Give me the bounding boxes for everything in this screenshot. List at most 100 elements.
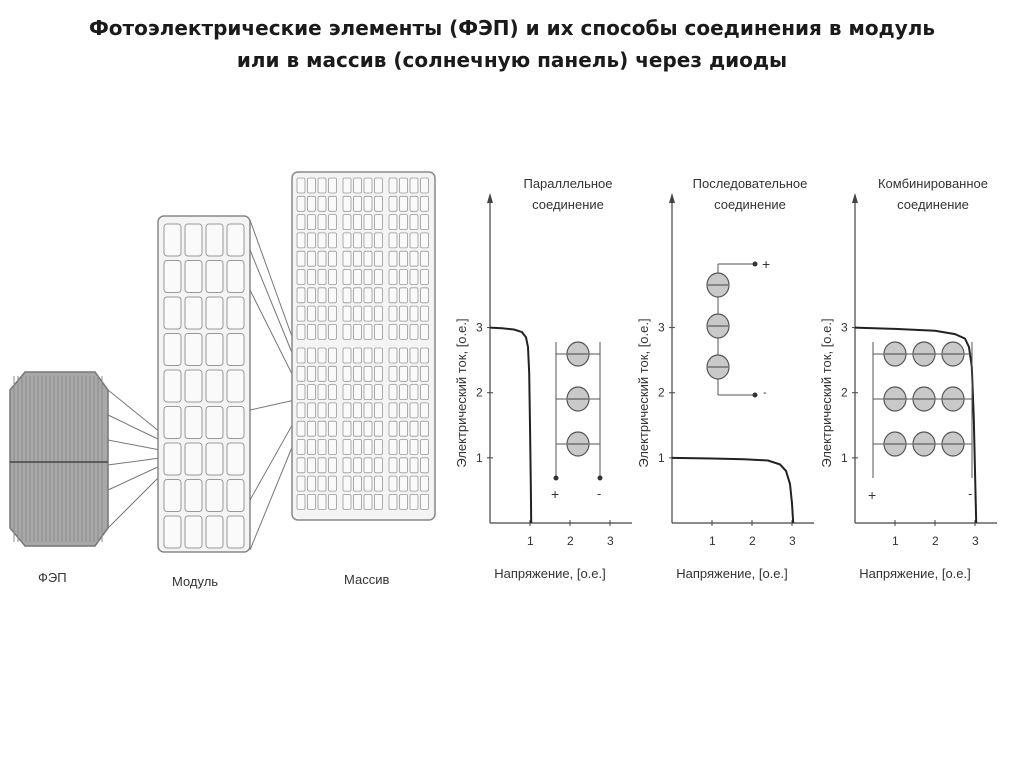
array-cell [342,323,352,340]
array-cell [374,214,383,231]
module-cell [205,296,224,330]
array-cell [374,475,383,492]
array-cell [363,177,373,194]
array-cell [342,475,352,492]
array-cell [307,177,316,194]
array-cell [374,347,383,364]
array-cell [296,420,306,437]
terminal-minus [752,392,758,398]
array-cell [307,384,316,401]
module-label: Модуль [172,574,218,589]
module-cell [205,333,224,366]
array-cell [296,493,306,510]
array-label: Массив [344,572,389,587]
array-cell [342,177,352,194]
array-cell [409,177,419,194]
array-cell [388,475,398,492]
x-tick-label: 2 [749,534,756,548]
y-tick-label: 1 [658,451,665,465]
array-cell [363,347,373,364]
module-cell [184,296,203,330]
array-cell [307,214,316,231]
x-tick-label: 1 [527,534,534,548]
array-cell [420,402,429,419]
array-cell [420,269,429,285]
array-cell [353,420,362,437]
module-cell [226,260,245,293]
circuit-insert-combined: +- [868,341,973,503]
y-axis-arrow [669,193,675,203]
module-cell [163,406,182,439]
terminal-minus [597,475,603,481]
module-cell [205,442,224,476]
x-axis-label: Напряжение, [о.е.] [494,566,606,581]
chart-title-line: соединение [532,197,604,212]
array-cell [317,195,327,212]
array-cell [420,457,429,474]
array-cell [328,402,337,419]
array-cell [307,347,316,364]
array-cell [296,195,306,212]
array-cell [388,323,398,340]
x-tick-label: 1 [892,534,899,548]
y-tick-label: 2 [841,386,848,400]
module-cell [226,479,245,512]
module-cell [184,442,203,476]
x-axis-label: Напряжение, [о.е.] [859,566,971,581]
array-cell [363,384,373,401]
array-cell [420,475,429,492]
array-cell [374,420,383,437]
y-tick-label: 2 [476,386,483,400]
iv-curve [671,456,795,524]
array-cell [374,384,383,401]
array-cell [342,493,352,510]
array-cell [296,347,306,364]
array-cell [374,195,383,212]
module-cell [205,515,224,549]
array-cell [317,347,327,364]
module [157,215,251,553]
terminal-plus [752,261,758,267]
array-cell [399,439,408,455]
array-cell [420,250,429,267]
array-cell [409,232,419,249]
array-cell [296,232,306,249]
cell-to-module-lines [107,389,161,529]
array-cell [296,287,306,304]
array-cell [388,250,398,267]
array-cell [328,439,337,455]
array-cell [317,232,327,249]
array-cell [374,439,383,455]
array-cell [388,305,398,322]
array-cell [353,177,362,194]
array [291,171,436,521]
array-cell [363,305,373,322]
array-cell [409,195,419,212]
array-cell [363,402,373,419]
minus-sign: - [968,486,972,501]
array-cell [374,250,383,267]
array-cell [353,384,362,401]
array-cell [342,402,352,419]
array-cell [409,305,419,322]
module-cell [163,260,182,293]
module-cell [226,296,245,330]
array-cell [328,365,337,382]
array-cell [296,439,306,455]
array-cell [363,457,373,474]
y-axis-arrow [487,193,493,203]
array-cell [296,457,306,474]
array-cell [342,384,352,401]
array-cell [342,250,352,267]
y-tick-label: 2 [658,386,665,400]
array-cell [307,475,316,492]
plus-sign: + [551,486,559,502]
array-cell [388,402,398,419]
array-cell [409,420,419,437]
array-cell [363,287,373,304]
array-cell [328,347,337,364]
array-cell [388,195,398,212]
array-cell [388,177,398,194]
array-cell [328,177,337,194]
